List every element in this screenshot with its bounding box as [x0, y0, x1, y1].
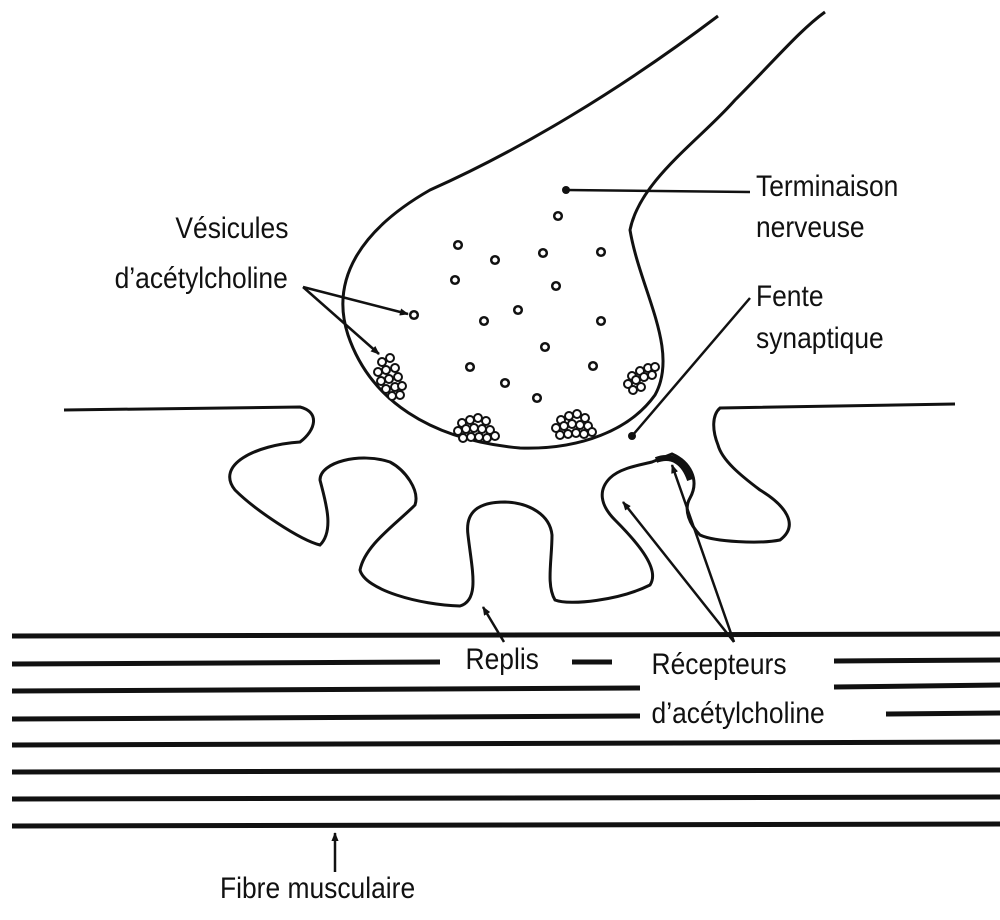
label-terminal-line1: Terminaison	[756, 170, 898, 204]
label-receptors-line1: Récepteurs	[648, 648, 790, 682]
cleft-pointer-dot	[628, 432, 636, 440]
postsynaptic-membrane	[64, 404, 955, 606]
label-terminal-line2: nerveuse	[756, 211, 865, 245]
vesicles	[410, 212, 605, 402]
nerve-terminal-outline	[343, 12, 825, 448]
label-receptors-line2: d’acétylcholine	[648, 697, 828, 731]
terminal-pointer-dot	[562, 186, 570, 194]
label-vesicles-line1: Vésicules	[175, 212, 288, 246]
label-cleft-line1: Fente	[756, 280, 824, 314]
label-muscle-fibre: Fibre musculaire	[220, 872, 415, 906]
label-vesicles-line2: d’acétylcholine	[115, 262, 288, 296]
label-cleft-line2: synaptique	[756, 322, 884, 356]
label-folds: Replis	[462, 643, 542, 677]
